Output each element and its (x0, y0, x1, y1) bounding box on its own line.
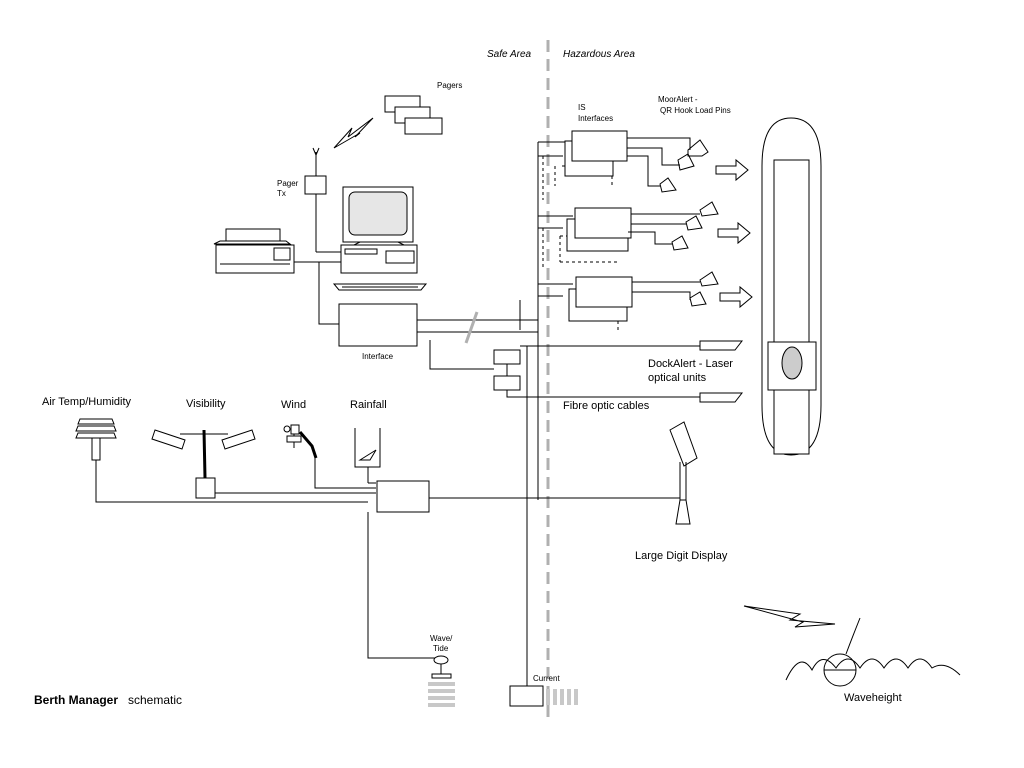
schematic-title-bold: Berth Manager (34, 693, 118, 707)
waveheight-label: Waveheight (844, 692, 902, 704)
safe-area-label: Safe Area (487, 49, 532, 60)
interface-box (338, 303, 418, 347)
pager-tx-icon (304, 147, 327, 195)
pager-tx-label-1: Pager (277, 179, 299, 188)
air-temp-label: Air Temp/Humidity (42, 396, 132, 408)
wind-sensor-icon (283, 424, 318, 459)
dockalert-interface-1 (493, 349, 521, 365)
dockalert-label-2: optical units (648, 372, 707, 384)
pagers-label: Pagers (437, 81, 462, 90)
waveheight-buoy-icon (785, 617, 961, 687)
mooring-arrow-icon (715, 158, 753, 309)
air-temp-humidity-sensor-icon (75, 418, 117, 461)
current-sensor-icon (509, 685, 578, 707)
laser-unit-icon (699, 340, 744, 351)
load-pin-icon (659, 139, 719, 307)
hazardous-area-label: Hazardous Area (563, 49, 635, 60)
printer-icon (213, 228, 295, 274)
interface-label: Interface (362, 352, 394, 361)
fibre-break-mark (464, 311, 479, 344)
pager-tx-label-2: Tx (277, 189, 286, 198)
wind-label: Wind (281, 399, 306, 411)
computer-icon (332, 186, 428, 291)
visibility-sensor-icon (151, 429, 256, 499)
wave-tide-label-1: Wave/ (430, 634, 453, 643)
dockalert-label-1: DockAlert - Laser (648, 358, 733, 370)
is-interface-group-1 (554, 130, 628, 186)
waveheight-signal-icon (743, 605, 836, 628)
mooralert-label-2: QR Hook Load Pins (660, 106, 731, 115)
is-interface-group-3 (568, 276, 633, 332)
ship-icon (761, 117, 822, 456)
large-digit-display-label: Large Digit Display (635, 550, 728, 562)
fibre-optic-label: Fibre optic cables (563, 400, 650, 412)
pagers-icon (384, 95, 443, 135)
weather-hub-box (376, 480, 430, 513)
pager-signal-icon (333, 117, 374, 149)
current-label: Current (533, 674, 560, 683)
mooralert-label-1: MoorAlert - (658, 95, 698, 104)
large-digit-display-icon (669, 421, 698, 525)
is-interfaces-label-2: Interfaces (578, 114, 613, 123)
schematic-title-rest: schematic (128, 693, 182, 707)
is-interfaces-label-1: IS (578, 103, 586, 112)
dockalert-interface-2 (493, 375, 521, 391)
is-interface-group-2 (559, 207, 632, 263)
wave-tide-label-2: Tide (433, 644, 449, 653)
visibility-label: Visibility (186, 398, 226, 410)
laser-unit-icon (699, 392, 744, 403)
rainfall-label: Rainfall (350, 399, 387, 411)
rainfall-sensor-icon (354, 428, 381, 468)
wave-tide-sensor-icon (428, 655, 455, 707)
